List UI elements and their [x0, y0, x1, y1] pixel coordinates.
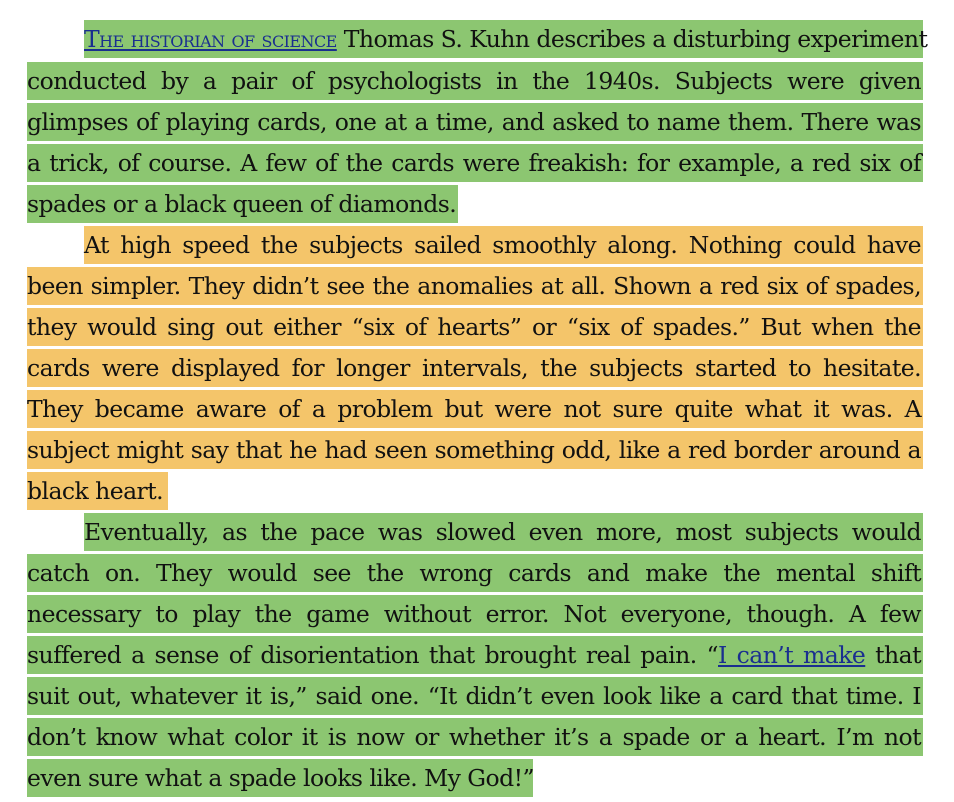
paragraph-1-line-5: spades or a black queen of diamonds. [27, 185, 458, 223]
line-text: Thomas S. Kuhn describes a disturbing ex… [336, 25, 928, 53]
paragraph-3-line-2: catch on. They would see the wrong cards… [27, 554, 923, 592]
paragraph-2-line-4: cards were displayed for longer interval… [27, 349, 923, 387]
paragraph-2-line-1: At high speed the subjects sailed smooth… [84, 226, 923, 264]
line-text: that [865, 641, 921, 669]
line-text: suffered a sense of disorientation that … [27, 641, 719, 669]
i-cant-make-link[interactable]: I can’t make [718, 641, 866, 669]
paragraph-3-line-4: suffered a sense of disorientation that … [27, 636, 923, 674]
paragraph-3-line-5: suit out, whatever it is,” said one. “It… [27, 677, 923, 715]
paragraph-3-line-6: don’t know what color it is now or wheth… [27, 718, 923, 756]
paragraph-3-line-7: even sure what a spade looks like. My Go… [27, 759, 535, 797]
paragraph-1-line-1: The historian of science Thomas S. Kuhn … [84, 20, 928, 58]
paragraph-1-line-3: glimpses of playing cards, one at a time… [27, 103, 923, 141]
paragraph-2-line-7: black heart. [27, 472, 168, 510]
paragraph-1-line-4: a trick, of course. A few of the cards w… [27, 144, 923, 182]
paragraph-3-line-1: Eventually, as the pace was slowed even … [84, 513, 923, 551]
paragraph-1-line-2: conducted by a pair of psychologists in … [27, 62, 923, 100]
historian-of-science-link[interactable]: The historian of science [84, 25, 337, 53]
paragraph-2-line-5: They became aware of a problem but were … [27, 390, 923, 428]
paragraph-2-line-6: subject might say that he had seen somet… [27, 431, 923, 469]
paragraph-2-line-2: been simpler. They didn’t see the anomal… [27, 267, 923, 305]
paragraph-2-line-3: they would sing out either “six of heart… [27, 308, 923, 346]
paragraph-3-line-3: necessary to play the game without error… [27, 595, 923, 633]
